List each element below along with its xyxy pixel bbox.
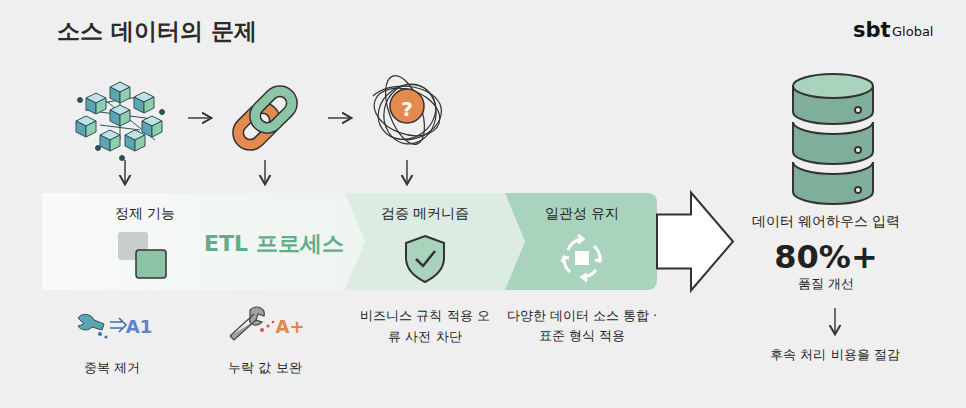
chevron — [345, 193, 525, 290]
square-icon — [136, 250, 166, 278]
tangle-icon — [368, 71, 447, 151]
logo: Global — [892, 22, 933, 43]
stat-number: 80%+ — [735, 238, 917, 276]
note: 후속 처리 비용을 절감 — [770, 345, 899, 366]
title: 소스 데이터의 문제 — [57, 16, 257, 47]
note: 누락 값 보완 — [228, 358, 301, 379]
process-band: ETL 프로세스 정제 기능 검증 메커니즘 일관성 유지 — [42, 193, 657, 290]
cycle-icon — [562, 235, 600, 281]
icon-mark: A+ — [275, 313, 304, 342]
icon-mark: ? — [401, 93, 413, 125]
band — [42, 193, 657, 290]
stage-box: 일관성 유지 — [515, 201, 649, 241]
shield-icon — [406, 236, 444, 282]
note: 중복 제거 — [84, 358, 140, 379]
chevron — [505, 193, 657, 290]
cubes-icon — [76, 82, 165, 161]
stage-title: 정제 기능 — [75, 201, 215, 225]
chain-icon — [233, 86, 297, 150]
wrench-icon — [78, 307, 274, 340]
flow-arrow — [657, 193, 733, 291]
warehouse-box: 데이터 웨어하우스 입력 80%+품질 개선 — [735, 213, 917, 309]
database-icon — [793, 74, 873, 204]
note: 다양한 데이터 소스 통합 · 표준 형식 적용 — [503, 306, 661, 346]
band-title: ETL 프로세스 — [204, 229, 344, 259]
logo: sbt — [853, 14, 891, 48]
stage-title: 일관성 유지 — [515, 201, 649, 225]
node-text: 데이터 웨어하우스 입력 — [735, 213, 917, 230]
stage-box: 검증 메커니즘 — [355, 201, 495, 241]
stage-box: 정제 기능 — [75, 201, 215, 241]
icon-mark: A1 — [126, 313, 152, 342]
stage-title: 검증 메커니즘 — [355, 201, 495, 225]
flow-arrow — [125, 118, 835, 333]
node-text: 품질 개선 — [735, 276, 917, 292]
note: 비즈니스 규칙 적용 오류 사전 차단 — [360, 306, 490, 348]
